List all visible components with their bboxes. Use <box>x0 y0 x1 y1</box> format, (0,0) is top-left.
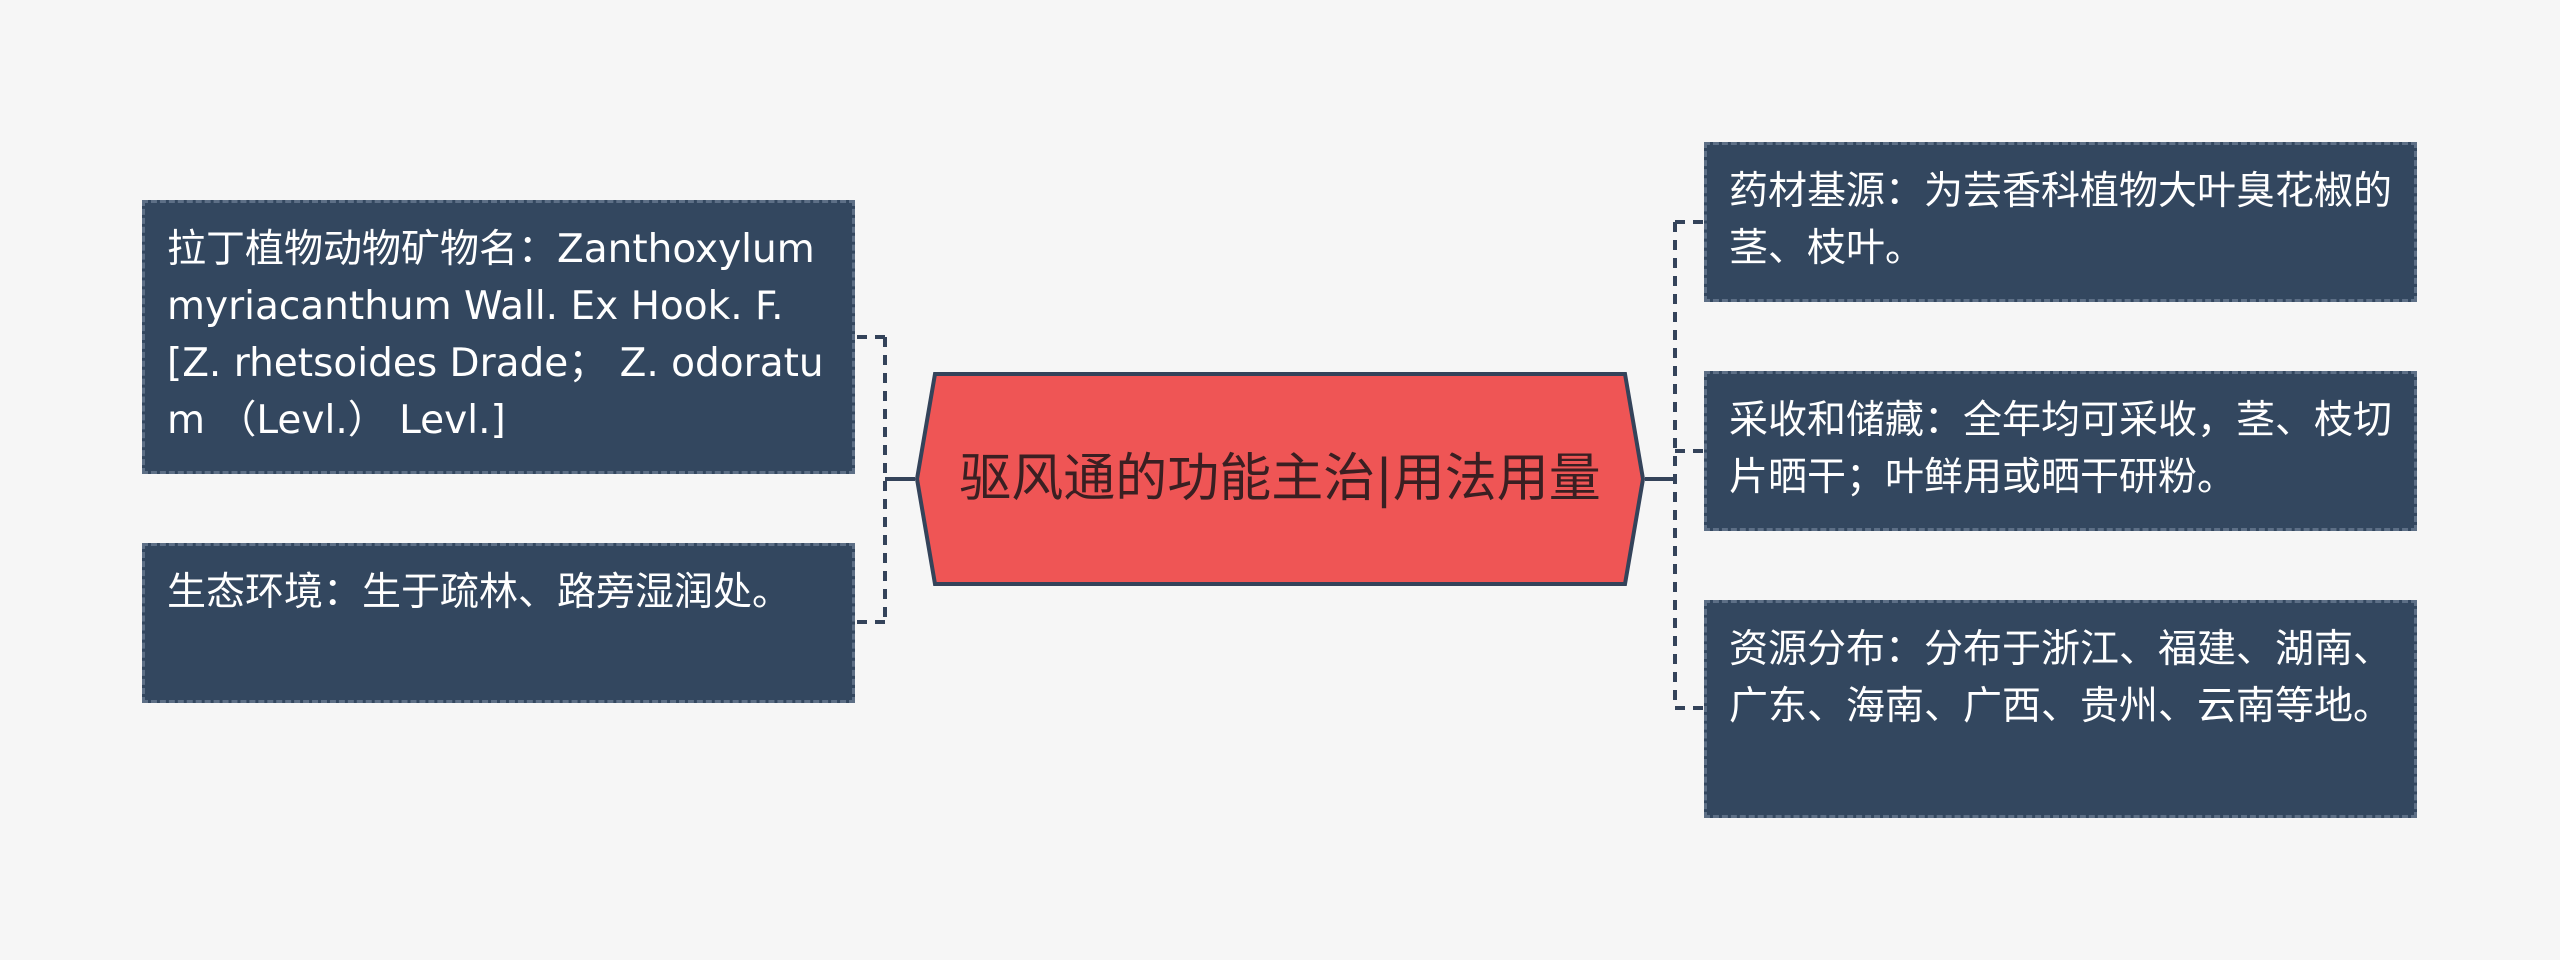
topic-node-habitat[interactable]: 生态环境：生于疏林、路旁湿润处。 <box>142 543 855 703</box>
topic-node-latin-name[interactable]: 拉丁植物动物矿物名：Zanthoxylum myriacanthum Wall.… <box>142 200 855 474</box>
central-topic[interactable]: 驱风通的功能主治|用法用量 <box>915 372 1645 586</box>
topic-node-source[interactable]: 药材基源：为芸香科植物大叶臭花椒的茎、枝叶。 <box>1704 142 2417 302</box>
central-topic-label: 驱风通的功能主治|用法用量 <box>959 449 1601 509</box>
topic-node-harvest-storage[interactable]: 采收和储藏：全年均可采收，茎、枝切片晒干；叶鲜用或晒干研粉。 <box>1704 371 2417 531</box>
topic-node-distribution[interactable]: 资源分布：分布于浙江、福建、湖南、广东、海南、广西、贵州、云南等地。 <box>1704 600 2417 818</box>
central-topic-shape <box>915 372 1645 586</box>
